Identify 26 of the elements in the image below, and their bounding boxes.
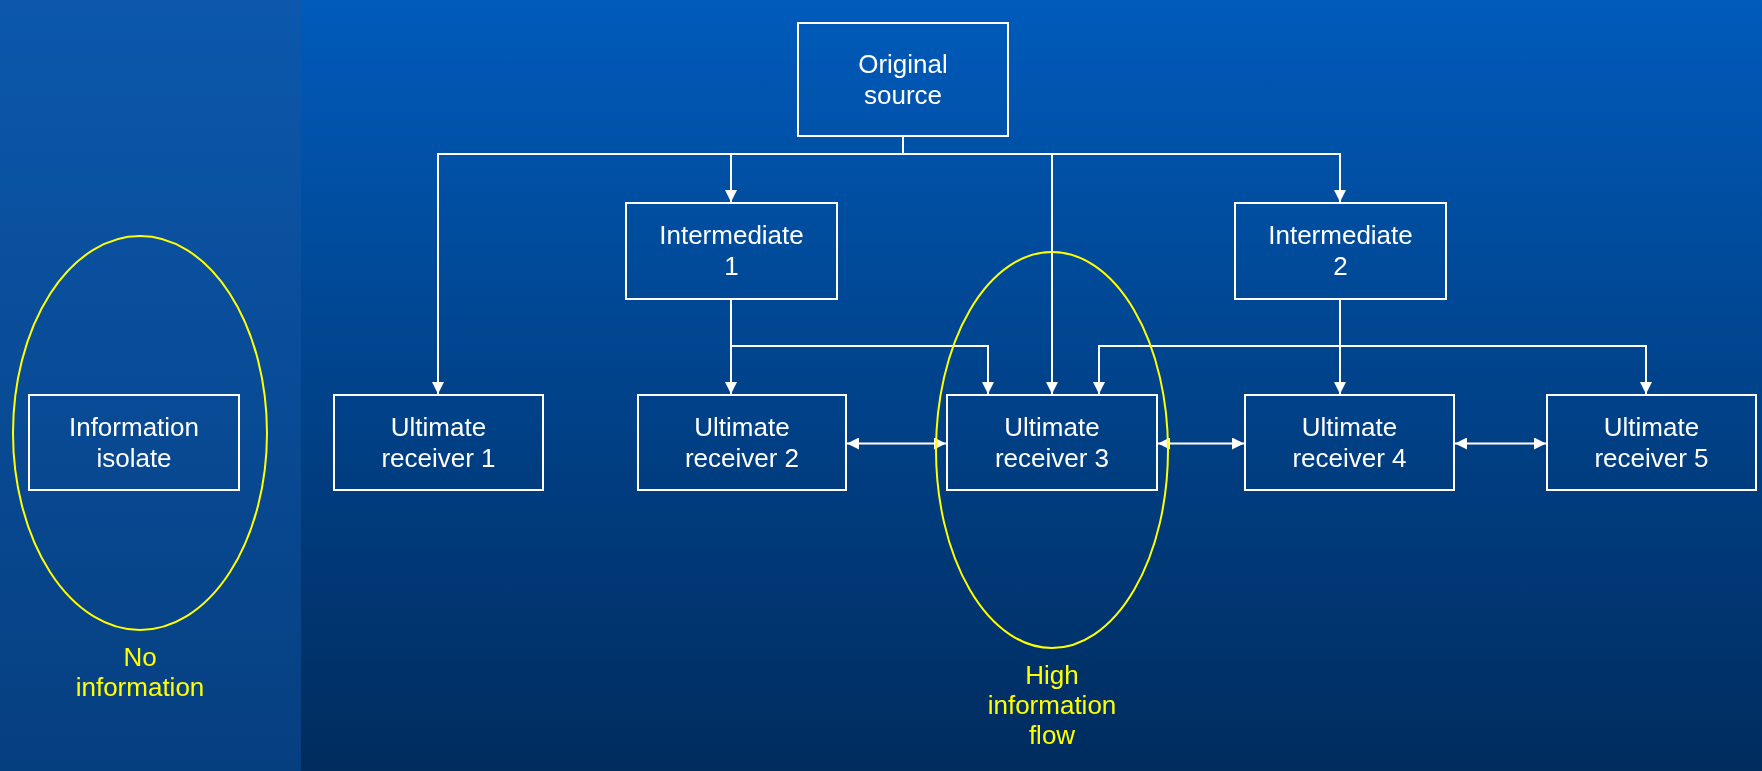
box-label: Original source bbox=[857, 48, 949, 111]
process-box bbox=[28, 394, 240, 491]
process-box bbox=[637, 394, 847, 491]
arrow bbox=[730, 299, 994, 395]
process-box bbox=[333, 394, 544, 491]
process-box bbox=[625, 202, 838, 300]
box-label: Ultimate receiver 3 bbox=[993, 411, 1111, 474]
box-label: Ultimate receiver 2 bbox=[683, 411, 801, 474]
arrow bbox=[1157, 437, 1245, 450]
process-box bbox=[1244, 394, 1455, 491]
arrow bbox=[846, 437, 947, 450]
box-label: Ultimate receiver 1 bbox=[380, 411, 497, 474]
arrow bbox=[1339, 299, 1652, 395]
arrow bbox=[1454, 437, 1547, 450]
box-label: Ultimate receiver 5 bbox=[1593, 411, 1710, 474]
box-label: Intermediate 2 bbox=[1267, 220, 1414, 282]
ellipse-caption: No information bbox=[74, 642, 206, 702]
process-box bbox=[797, 22, 1009, 137]
process-box bbox=[946, 394, 1158, 491]
process-box bbox=[1234, 202, 1447, 300]
box-label: Intermediate 1 bbox=[658, 220, 805, 282]
arrow bbox=[902, 136, 1346, 203]
box-label: Information isolate bbox=[67, 411, 201, 474]
ellipse-caption: High information flow bbox=[986, 660, 1118, 750]
box-label: Ultimate receiver 4 bbox=[1291, 411, 1408, 474]
process-box bbox=[1546, 394, 1757, 491]
